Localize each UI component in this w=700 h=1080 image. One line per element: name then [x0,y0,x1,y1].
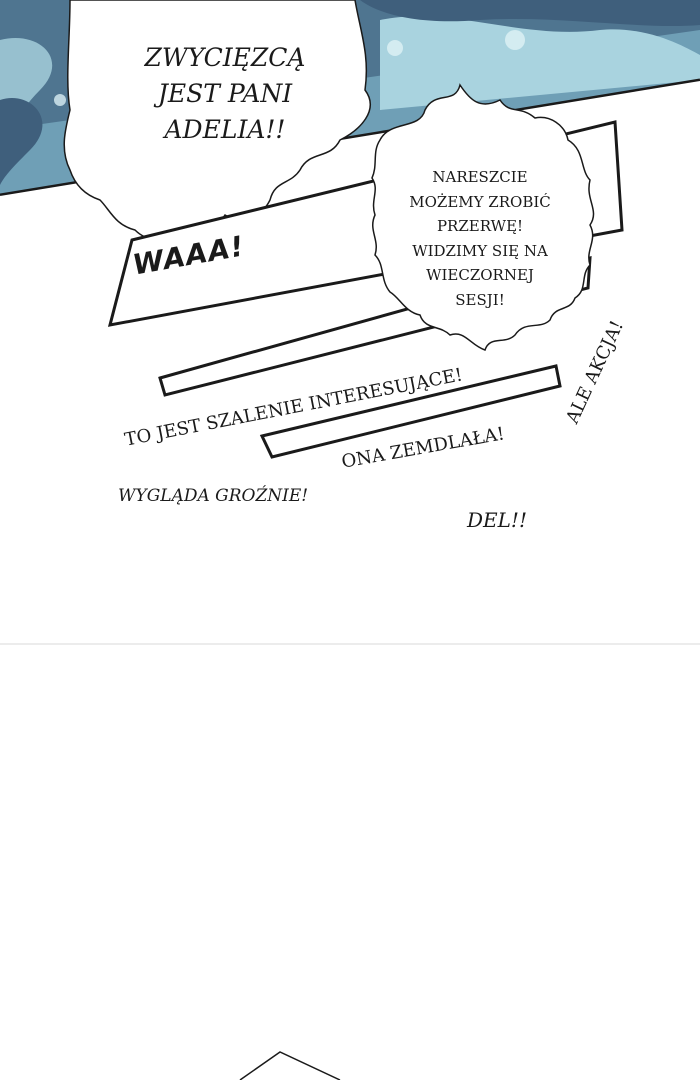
burst-bubble [371,83,595,351]
burst-line: WIECZORNEJ [426,266,534,284]
speech-bubble-text: ZWYCIĘZCĄ JEST PANI ADELIA!! [110,40,340,148]
burst-bubble-text: NARESZCIE MOŻEMY ZROBIĆ PRZERWĘ! WIDZIMY… [385,165,575,312]
banner-strip-2 [259,364,562,459]
speech-line: ADELIA!! [164,115,286,144]
speech-line: ZWYCIĘZCĄ [144,43,306,72]
burst-line: PRZERWĘ! [436,217,524,235]
burst-line: SESJI! [455,290,505,309]
burst-line: NARESZCIE [432,168,528,186]
burst-line: MOŻEMY ZROBIĆ [409,192,551,211]
crowd-line-del: DEL!! [467,508,527,532]
speech-line: JEST PANI [157,79,293,108]
burst-line: WIDZIMY SIĘ NA [412,241,548,260]
next-panel-peak [239,1051,341,1080]
crowd-line-grozne: WYGLĄDA GROŹNIE! [118,486,309,506]
